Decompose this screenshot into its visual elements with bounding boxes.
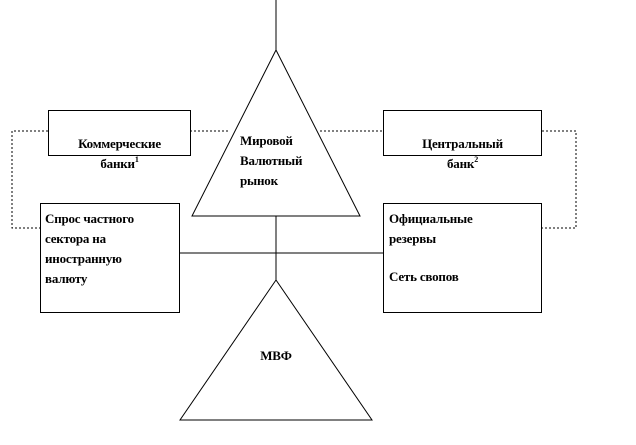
- right-dashed-connector: [542, 130, 577, 229]
- world-market-label: Мировой Валютный рынок: [240, 133, 303, 188]
- reserves-box: Официальные резервы Сеть свопов: [383, 203, 542, 313]
- private-demand-label: Спрос частного сектора на иностранную ва…: [45, 211, 134, 286]
- commercial-banks-box: Коммерческие банки1: [48, 110, 191, 171]
- commercial-banks-label: Коммерческие банки1: [49, 114, 190, 174]
- central-bank-text: Центральный банк: [422, 136, 503, 171]
- central-bank-box: Центральный банк2: [383, 110, 542, 171]
- official-reserves-label: Официальные резервы: [389, 211, 473, 246]
- left-dashed-connector: [11, 130, 48, 229]
- private-demand-box: Спрос частного сектора на иностранную ва…: [40, 203, 180, 313]
- commercial-banks-note: 1: [134, 155, 139, 164]
- commercial-banks-text: Коммерческие банки: [78, 136, 161, 171]
- central-bank-label: Центральный банк2: [384, 114, 541, 174]
- central-bank-note: 2: [474, 155, 478, 164]
- imf-label: МВФ: [260, 348, 292, 363]
- swap-network-label: Сеть свопов: [389, 269, 459, 284]
- imf-triangle: [179, 279, 373, 421]
